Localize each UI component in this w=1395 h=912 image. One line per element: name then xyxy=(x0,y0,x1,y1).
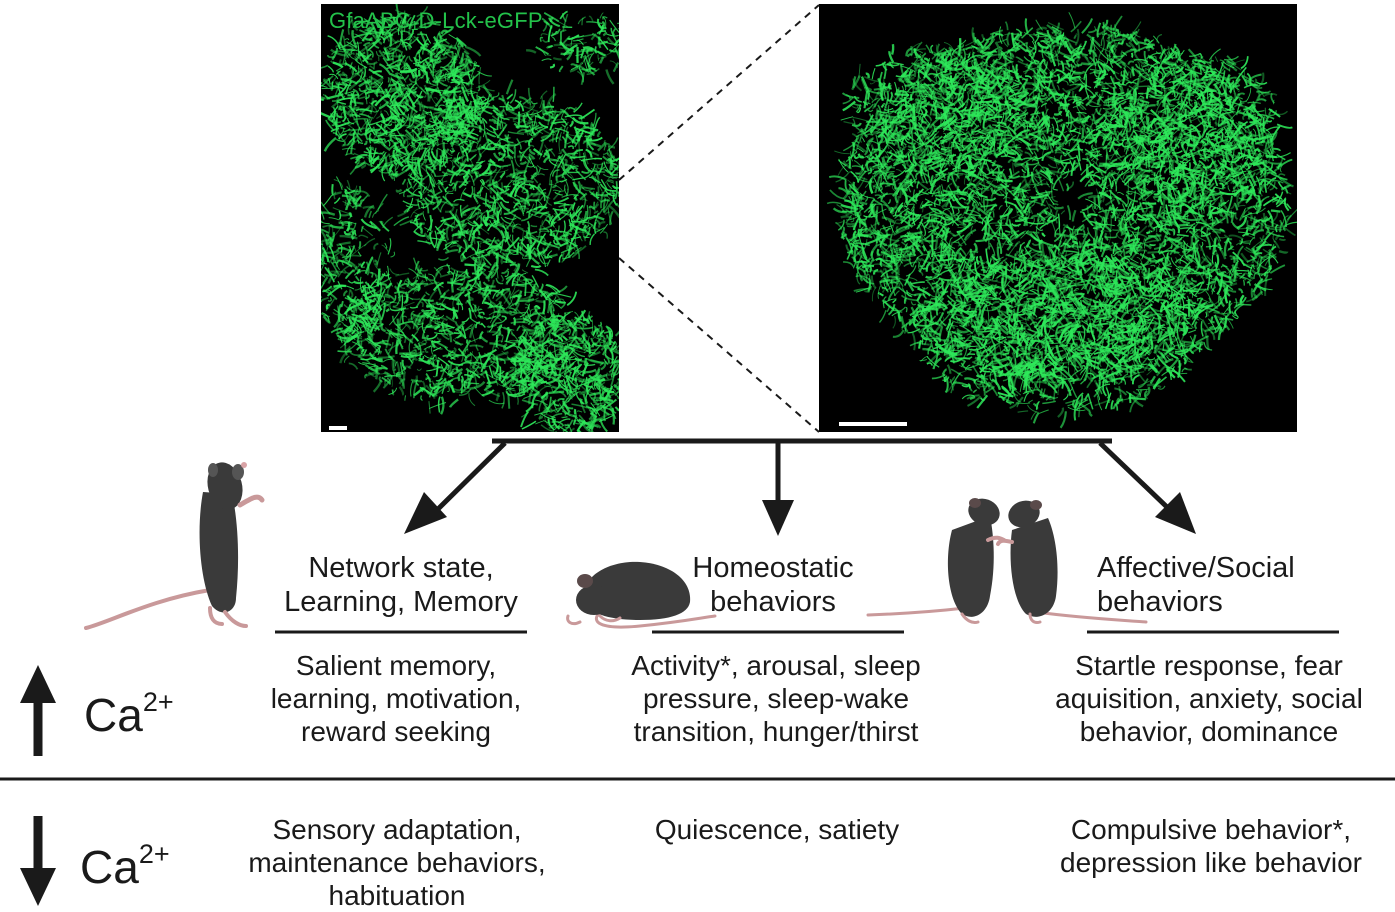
decrease-effects-network: Sensory adaptation, maintenance behavior… xyxy=(248,814,546,911)
astrocyte-zoom-image xyxy=(826,11,1297,429)
zoom-line-bottom xyxy=(618,257,820,433)
arrow-middle-head xyxy=(762,500,794,536)
heading-affective-social: Affective/Social behaviors xyxy=(1097,552,1295,618)
astrocyte-overview-image xyxy=(321,4,619,432)
ca-increase-label: Ca2+ xyxy=(84,687,174,741)
ca-decrease-label: Ca2+ xyxy=(80,839,170,893)
arrow-right-head xyxy=(1155,492,1196,534)
decrease-effects-affective: Compulsive behavior*, depression like be… xyxy=(1060,814,1362,878)
decrease-effects-homeostatic: Quiescence, satiety xyxy=(654,814,900,845)
scale-bar-right xyxy=(839,422,907,426)
heading-homeostatic: Homeostatic behaviors xyxy=(692,552,854,618)
micrograph-zoom xyxy=(819,4,1297,432)
increase-effects-affective: Startle response, fear aquisition, anxie… xyxy=(1055,650,1363,747)
arrow-left-head xyxy=(404,492,447,534)
increase-effects-network: Salient memory, learning, motivation, re… xyxy=(270,650,522,747)
zoom-line-top xyxy=(618,4,820,181)
up-arrow-head xyxy=(20,665,56,703)
arrow-right-shaft xyxy=(1098,441,1170,510)
heading-network-state: Network state, Learning, Memory xyxy=(284,552,518,618)
scale-bar-left xyxy=(329,426,347,430)
down-arrow-head xyxy=(20,868,56,906)
increase-effects-homeostatic: Activity*, arousal, sleep pressure, slee… xyxy=(631,650,921,747)
sleeping-mouse-icon xyxy=(566,561,717,629)
arrow-left-shaft xyxy=(435,441,507,512)
micrograph-overview: GfaABC₁D-Lck-eGFP xyxy=(321,4,619,432)
fighting-mice-icon xyxy=(866,498,1148,624)
standing-mouse-icon xyxy=(84,462,265,630)
construct-label: GfaABC₁D-Lck-eGFP xyxy=(329,8,543,33)
